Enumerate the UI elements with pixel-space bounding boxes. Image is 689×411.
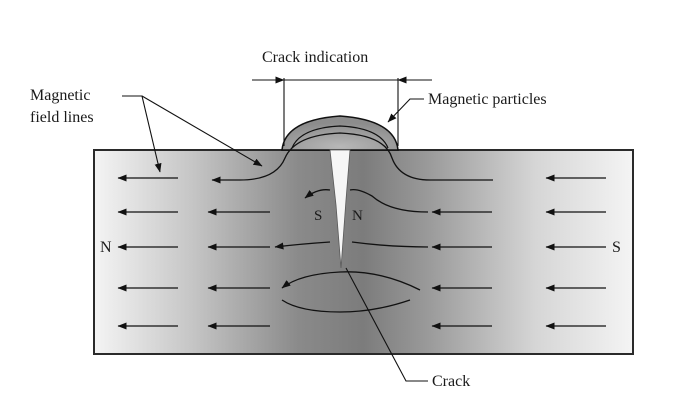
pole-left-label: N: [100, 239, 112, 256]
magnetic-particles-inner-arc: [291, 125, 389, 149]
crack: [329, 149, 351, 269]
field-lines-left: [117, 174, 270, 330]
magnetic-field-lines-label-line1: Magnetic: [30, 87, 90, 104]
magnetic-field-lines-label-line2: field lines: [30, 109, 94, 126]
leader-lines: [122, 95, 428, 382]
pole-right-label: S: [612, 239, 621, 256]
field-lines-deflected: [211, 132, 493, 313]
crack-label: Crack: [432, 373, 470, 390]
crack-pole-n-label: N: [352, 208, 363, 224]
crack-indication-label: Crack indication: [262, 49, 368, 66]
magnetic-particles-label: Magnetic particles: [428, 91, 547, 108]
crack-pole-s-label: S: [314, 208, 322, 224]
test-piece: [93, 149, 634, 355]
field-lines-right: [431, 174, 606, 330]
